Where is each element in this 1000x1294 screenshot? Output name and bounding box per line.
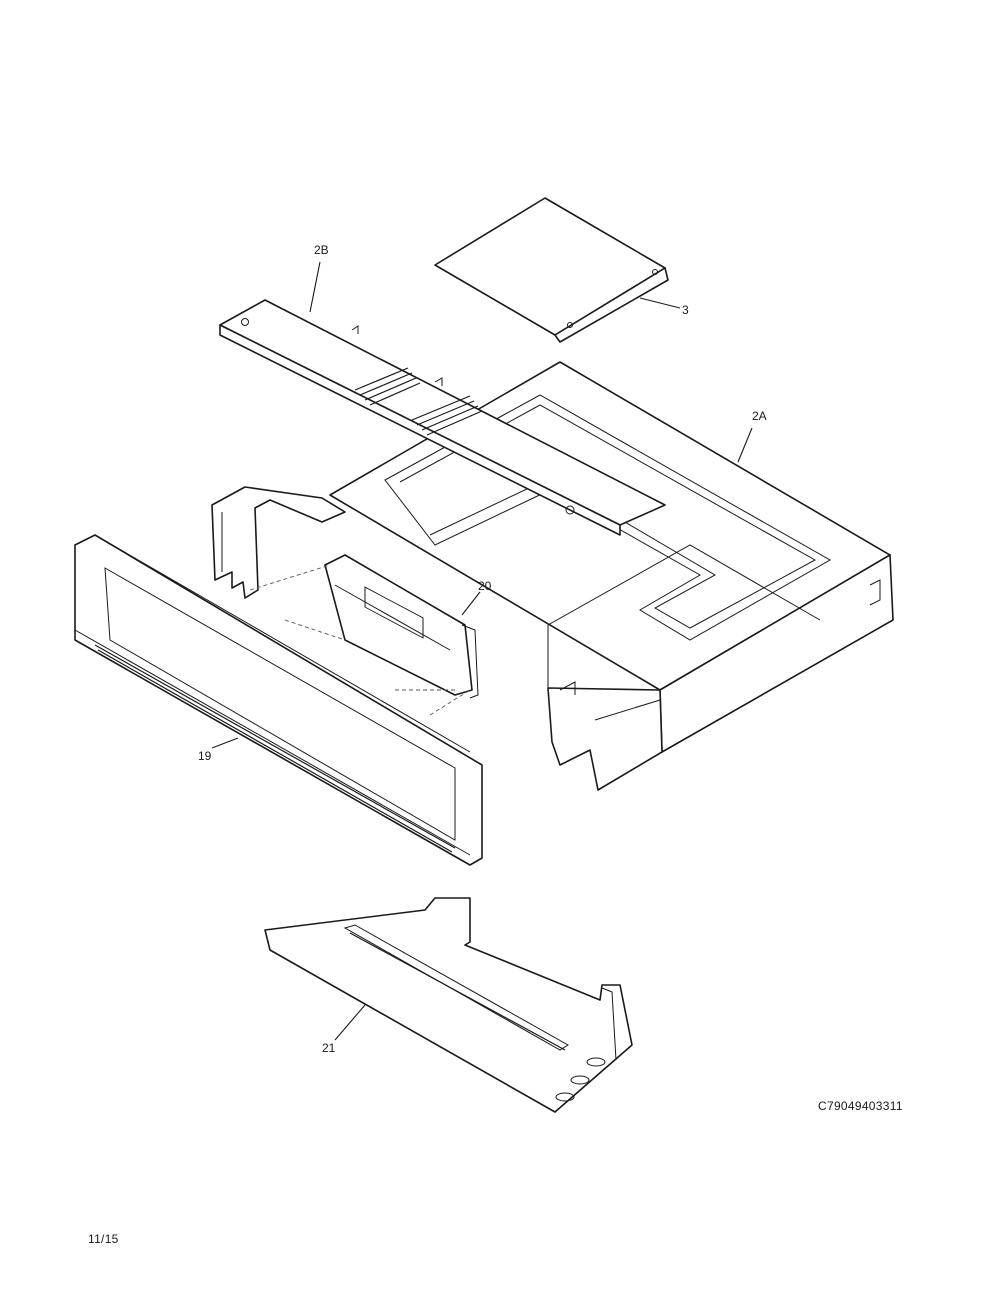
part-21-tray [264,897,633,1113]
callout-20: 20 [478,579,492,593]
callout-2a: 2A [752,409,767,423]
part-2b-cover [219,299,666,536]
callout-leaders [211,261,753,1041]
vent-slots [354,367,483,436]
part-20-control-module [324,554,479,699]
part-19-front-panel [74,534,483,866]
assembly-guide-lines [249,564,471,716]
callout-2b: 2B [314,243,329,257]
part-2a-left-bracket [211,486,346,599]
callout-19: 19 [198,749,212,763]
callout-21: 21 [322,1041,336,1055]
part-3-plate [434,197,669,343]
callout-3: 3 [682,303,689,317]
diagram-code: C79049403311 [818,1099,903,1113]
page-number: 11/15 [88,1232,119,1246]
